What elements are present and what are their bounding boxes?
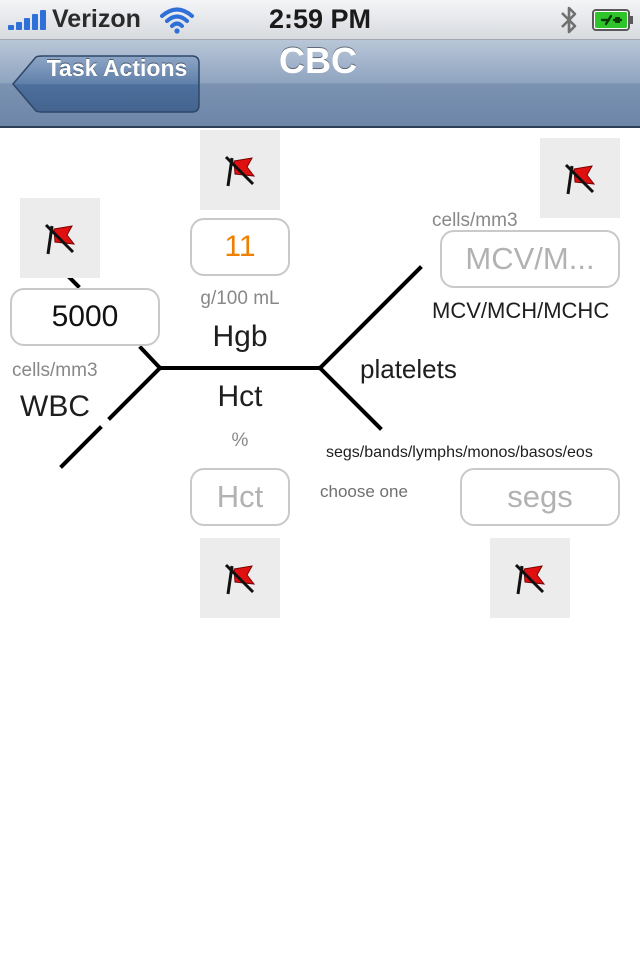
hct-input[interactable]: Hct <box>190 468 290 526</box>
wbc-label: WBC <box>20 390 90 423</box>
back-button-label: Task Actions <box>46 55 188 81</box>
carrier-name: Verizon <box>52 5 141 33</box>
back-arrow-shape <box>12 55 200 113</box>
hgb-value: 11 <box>224 230 256 263</box>
wifi-icon <box>160 7 194 34</box>
differential-select[interactable]: segs <box>460 468 620 526</box>
differential-flag-button[interactable] <box>490 538 570 618</box>
navigation-bar: Task Actions CBC <box>0 40 640 128</box>
fishbone-diagram-lines <box>59 265 423 469</box>
hct-label: Hct <box>217 380 263 413</box>
hgb-label: Hgb <box>212 320 268 353</box>
hgb-flag-button[interactable] <box>200 130 280 210</box>
differential-label: segs/bands/lymphs/monos/basos/eos <box>326 444 593 461</box>
flag-crossed-icon <box>224 155 256 187</box>
mcv-input[interactable]: MCV/M... <box>440 230 620 288</box>
mcv-label: MCV/MCH/MCHC <box>432 298 610 323</box>
flag-crossed-icon <box>514 563 546 595</box>
hgb-unit-label: g/100 mL <box>200 288 280 309</box>
status-time: 2:59 PM <box>268 4 372 34</box>
differential-hint: choose one <box>320 482 408 501</box>
wbc-flag-button[interactable] <box>20 198 100 278</box>
wbc-unit-label: cells/mm3 <box>12 360 98 381</box>
battery-charging-icon <box>592 9 633 31</box>
flag-crossed-icon <box>564 163 596 195</box>
hgb-input[interactable]: 11 <box>190 218 290 276</box>
wbc-input[interactable]: 5000 <box>10 288 160 346</box>
cbc-fishbone-panel: 11 g/100 mL Hgb Hct % Hct 5000 cells/mm3… <box>0 130 640 960</box>
mcv-unit-label: cells/mm3 <box>432 210 518 231</box>
flag-crossed-icon <box>224 563 256 595</box>
back-button[interactable]: Task Actions <box>12 55 200 113</box>
platelets-label: platelets <box>360 354 457 384</box>
mcv-flag-button[interactable] <box>540 138 620 218</box>
bluetooth-icon <box>561 6 577 34</box>
signal-bars-icon <box>8 10 48 30</box>
flag-crossed-icon <box>44 223 76 255</box>
status-bar: Verizon 2:59 PM <box>0 0 640 40</box>
page-title: CBC <box>279 40 357 81</box>
hct-flag-button[interactable] <box>200 538 280 618</box>
hct-unit-label: % <box>231 430 249 451</box>
